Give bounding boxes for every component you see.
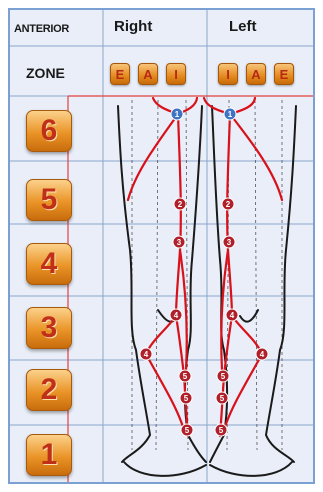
point-marker-left-7: 5: [216, 392, 228, 404]
point-marker-right-5: 4: [140, 348, 152, 360]
zone-button-right-e[interactable]: E: [110, 63, 130, 85]
row-button-4[interactable]: 4: [26, 243, 72, 285]
left-side-label: Left: [229, 18, 257, 35]
svg-text:5: 5: [219, 426, 224, 435]
point-marker-right-8: 5: [181, 424, 193, 436]
zone-button-left-e[interactable]: E: [274, 63, 294, 85]
zone-label: ZONE: [26, 65, 65, 81]
row-button-1[interactable]: 1: [26, 434, 72, 476]
point-marker-left-4: 4: [226, 309, 238, 321]
svg-text:2: 2: [226, 200, 231, 209]
zone-button-left-a[interactable]: A: [246, 63, 266, 85]
point-marker-right-4: 4: [170, 309, 182, 321]
svg-text:5: 5: [221, 372, 226, 381]
svg-text:3: 3: [227, 238, 232, 247]
point-marker-right-7: 5: [180, 392, 192, 404]
diagram-frame: 1 2 3 4 4 5 5 5 1 2 3 4 4 5 5 5 ANTERIOR Right Left ZO…: [8, 8, 315, 484]
row-button-3[interactable]: 3: [26, 307, 72, 349]
point-marker-right-3: 3: [173, 236, 185, 248]
svg-text:5: 5: [184, 394, 189, 403]
row-button-6[interactable]: 6: [26, 110, 72, 152]
svg-text:1: 1: [228, 110, 233, 119]
point-marker-left-3: 3: [223, 236, 235, 248]
zone-button-left-i[interactable]: I: [218, 63, 238, 85]
point-marker-left-5: 4: [256, 348, 268, 360]
svg-text:4: 4: [144, 350, 149, 359]
point-marker-right-2: 2: [174, 198, 186, 210]
svg-text:5: 5: [220, 394, 225, 403]
point-marker-left-8: 5: [215, 424, 227, 436]
point-marker-right-6: 5: [179, 370, 191, 382]
point-marker-right-1: 1: [171, 108, 183, 120]
svg-text:2: 2: [178, 200, 183, 209]
svg-text:4: 4: [174, 311, 179, 320]
point-marker-left-6: 5: [217, 370, 229, 382]
svg-text:5: 5: [185, 426, 190, 435]
svg-text:4: 4: [260, 350, 265, 359]
svg-text:5: 5: [183, 372, 188, 381]
point-marker-left-2: 2: [222, 198, 234, 210]
right-side-label: Right: [114, 18, 152, 35]
svg-text:3: 3: [177, 238, 182, 247]
zone-button-right-i[interactable]: I: [166, 63, 186, 85]
row-button-2[interactable]: 2: [26, 369, 72, 411]
svg-text:1: 1: [175, 110, 180, 119]
svg-text:4: 4: [230, 311, 235, 320]
row-button-5[interactable]: 5: [26, 179, 72, 221]
point-marker-left-1: 1: [224, 108, 236, 120]
zone-button-right-a[interactable]: A: [138, 63, 158, 85]
view-label: ANTERIOR: [14, 23, 69, 35]
